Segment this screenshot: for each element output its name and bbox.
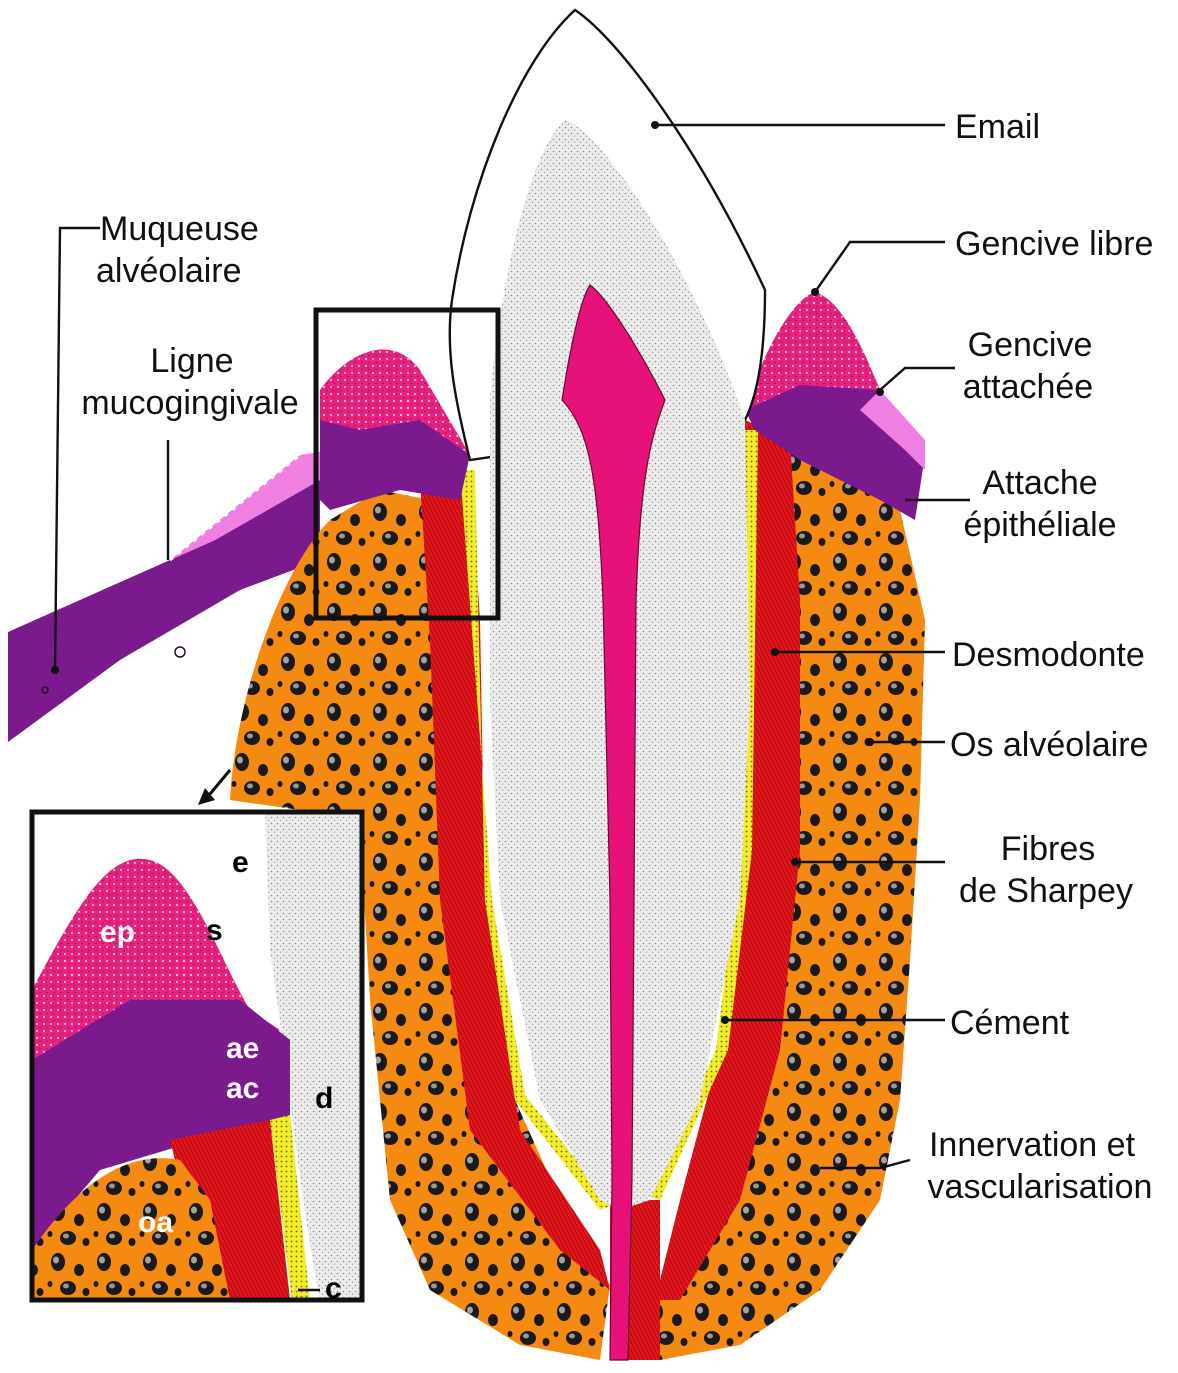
label-desmodonte: Desmodonte: [952, 636, 1145, 674]
gingiva-left: [320, 350, 470, 510]
label-fibres-line2: de Sharpey: [959, 872, 1133, 910]
label-gencive-attachee-line1: Gencive: [968, 326, 1093, 364]
inset-label-e: e: [232, 846, 249, 879]
inset-label-c: c: [325, 1272, 342, 1305]
label-cement: Cément: [950, 1004, 1070, 1042]
label-email: Email: [955, 108, 1040, 146]
label-os-alveolaire: Os alvéolaire: [950, 726, 1148, 764]
label-gencive-attachee-line2: attachée: [963, 368, 1093, 406]
label-gencive-libre: Gencive libre: [955, 225, 1153, 263]
label-attache-line2: épithéliale: [963, 506, 1116, 544]
inset-label-ep: ep: [100, 916, 135, 949]
inset-panel: e s ep ae ac d oa c: [32, 812, 362, 1305]
inset-label-d: d: [315, 1082, 333, 1115]
label-innervation-line2: vascularisation: [928, 1168, 1153, 1206]
inset-label-oa: oa: [138, 1206, 173, 1239]
label-ligne-line2: mucogingivale: [81, 384, 298, 422]
inset-label-ae: ae: [226, 1032, 259, 1065]
inset-label-s: s: [206, 914, 223, 947]
label-innervation-line1: Innervation et: [929, 1126, 1136, 1164]
label-ligne-line1: Ligne: [150, 342, 233, 380]
label-fibres-line1: Fibres: [1001, 830, 1095, 868]
label-attache-line1: Attache: [982, 464, 1097, 502]
label-muqueuse-line1: Muqueuse: [100, 210, 259, 248]
inset-label-ac: ac: [226, 1072, 259, 1105]
label-muqueuse-line2: alvéolaire: [96, 252, 242, 290]
